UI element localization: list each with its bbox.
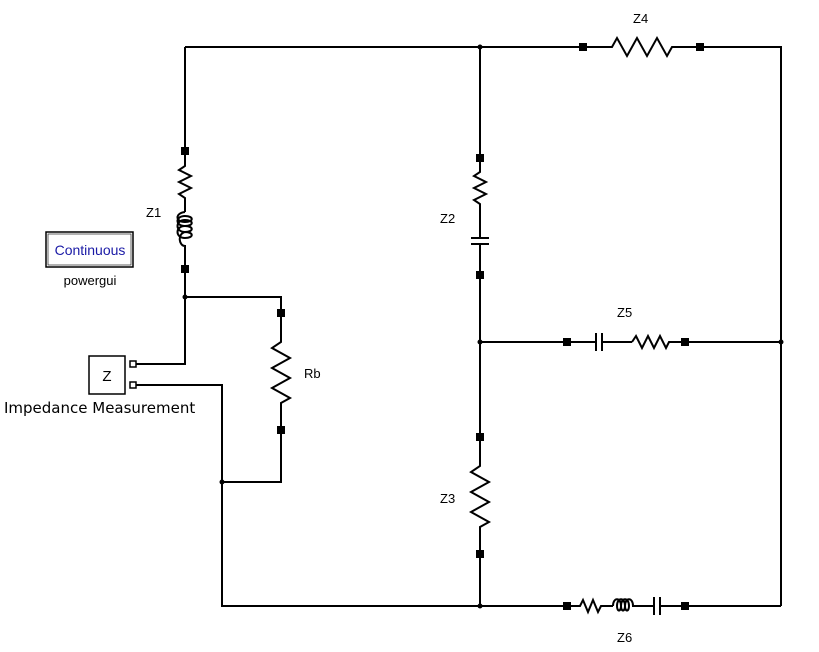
- resistor-symbol: [468, 441, 492, 550]
- z6-label: Z6: [617, 630, 632, 645]
- z3-branch[interactable]: Z3: [440, 433, 492, 558]
- z1-label: Z1: [146, 205, 161, 220]
- wires: [134, 46, 782, 607]
- z6-branch[interactable]: Z6: [563, 597, 689, 645]
- powergui-name: powergui: [64, 273, 117, 288]
- z3-label: Z3: [440, 491, 455, 506]
- junction-dot: [477, 44, 483, 50]
- impedance-block-name: Impedance Measurement: [4, 399, 195, 417]
- impedance-measurement-block[interactable]: Z Impedance Measurement: [4, 355, 195, 417]
- wire-z-lower: [134, 384, 565, 607]
- z5-label: Z5: [617, 305, 632, 320]
- junction-dot: [477, 603, 483, 609]
- rb-branch[interactable]: Rb: [269, 309, 321, 434]
- resistor-symbol: [571, 597, 613, 615]
- capacitor-symbol: [471, 237, 489, 271]
- z4-label: Z4: [633, 11, 648, 26]
- port-square: [181, 265, 189, 273]
- port-open-square: [129, 381, 137, 389]
- wire-to-rb-top: [185, 296, 282, 313]
- junction-dot: [778, 339, 784, 345]
- port-square: [476, 433, 484, 441]
- z4-branch[interactable]: Z4: [579, 11, 704, 59]
- resistor-symbol: [587, 35, 696, 59]
- impedance-block-box: [88, 355, 126, 395]
- port-square: [579, 43, 587, 51]
- port-square: [681, 338, 689, 346]
- port-square: [277, 309, 285, 317]
- inductor-symbol: [612, 598, 654, 612]
- capacitor-symbol: [653, 597, 681, 615]
- inductor-symbol: [176, 211, 193, 265]
- z1-branch[interactable]: Z1: [146, 147, 194, 273]
- port-square: [476, 271, 484, 279]
- junction-dot: [477, 339, 483, 345]
- z2-label: Z2: [440, 211, 455, 226]
- powergui-inner-border: [47, 233, 132, 266]
- junctions: [182, 44, 784, 609]
- junction-dot: [219, 479, 225, 485]
- resistor-symbol: [176, 155, 194, 212]
- resistor-symbol: [631, 333, 681, 351]
- port-square: [696, 43, 704, 51]
- port-square: [476, 154, 484, 162]
- port-open-square: [129, 360, 137, 368]
- resistor-symbol: [269, 317, 293, 426]
- junction-dot: [182, 294, 188, 300]
- powergui-box: [45, 231, 134, 268]
- powergui-mode: Continuous: [55, 242, 126, 258]
- port-square: [681, 602, 689, 610]
- port-square: [563, 338, 571, 346]
- port-square: [181, 147, 189, 155]
- resistor-symbol: [471, 162, 489, 238]
- z2-branch[interactable]: Z2: [440, 154, 489, 279]
- impedance-block-symbol: Z: [102, 368, 111, 385]
- port-square: [563, 602, 571, 610]
- z5-branch[interactable]: Z5: [563, 305, 689, 351]
- wire-z1-bottom: [134, 269, 186, 365]
- wire-top-right: [700, 46, 782, 606]
- port-square: [277, 426, 285, 434]
- powergui-block[interactable]: Continuous powergui: [45, 231, 134, 288]
- port-square: [476, 550, 484, 558]
- wire-rb-bottom: [222, 430, 282, 483]
- capacitor-symbol: [571, 333, 632, 351]
- rb-label: Rb: [304, 366, 321, 381]
